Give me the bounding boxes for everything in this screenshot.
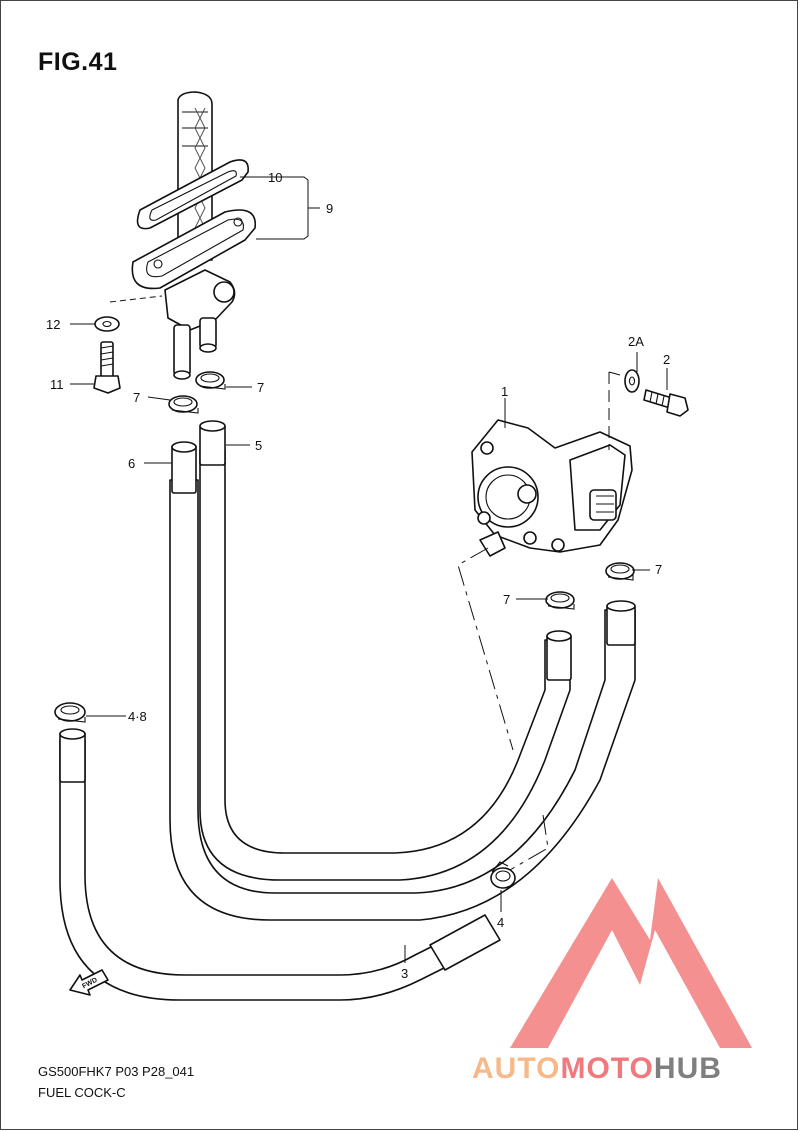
callout-10: 10 [268,170,282,185]
washer-12 [94,316,120,332]
watermark-logo [510,878,752,1048]
callout-1: 1 [501,384,508,399]
hose-5 [199,420,572,881]
diagram-caption: FUEL COCK-C [38,1085,126,1100]
clamp-4 [490,861,516,889]
callout-6: 6 [128,456,135,471]
callout-4: 4 [497,915,504,930]
o-ring-9-plate [131,209,256,290]
callout-7-d: 7 [503,592,510,607]
callout-12: 12 [46,317,60,332]
gasket-10 [136,159,249,230]
clamp-7-right-lower [545,591,575,610]
leader-lines [70,176,668,963]
fwd-arrow-icon: FWD [69,969,109,996]
callout-2: 2 [663,352,670,367]
diagram-code: GS500FHK7 P03 P28_041 [38,1064,195,1079]
clamp-7-mid [168,395,199,414]
washer-2a [624,369,640,393]
hose-6 [169,441,636,921]
callout-3: 3 [401,966,408,981]
watermark-triangle-icon [510,878,752,1048]
bolt-2 [643,389,689,417]
callout-11: 11 [50,377,64,392]
watermark-part-moto: MOTO [560,1052,654,1085]
clamp-7-upper [195,371,226,390]
watermark-part-auto: AUTO [472,1052,561,1085]
callout-labels: 10 9 12 11 7 7 5 6 1 2A 2 7 7 4·8 4 3 [46,170,670,981]
fuel-pump-1 [471,419,633,557]
callout-7-a: 7 [257,380,264,395]
callout-7-b: 7 [133,390,140,405]
callout-2a: 2A [628,334,644,349]
callout-9: 9 [326,201,333,216]
figure-title: FIG.41 [38,48,118,76]
watermark-text: AUTOMOTOHUB [472,1052,722,1086]
clamp-4-8 [54,702,86,723]
callout-4-8: 4·8 [128,709,147,724]
callout-7-c: 7 [655,562,662,577]
clamp-7-right-upper [605,562,635,581]
bolt-11 [93,341,121,394]
watermark-part-hub: HUB [653,1052,722,1085]
callout-5: 5 [255,438,262,453]
fuel-cock-body [164,269,236,380]
